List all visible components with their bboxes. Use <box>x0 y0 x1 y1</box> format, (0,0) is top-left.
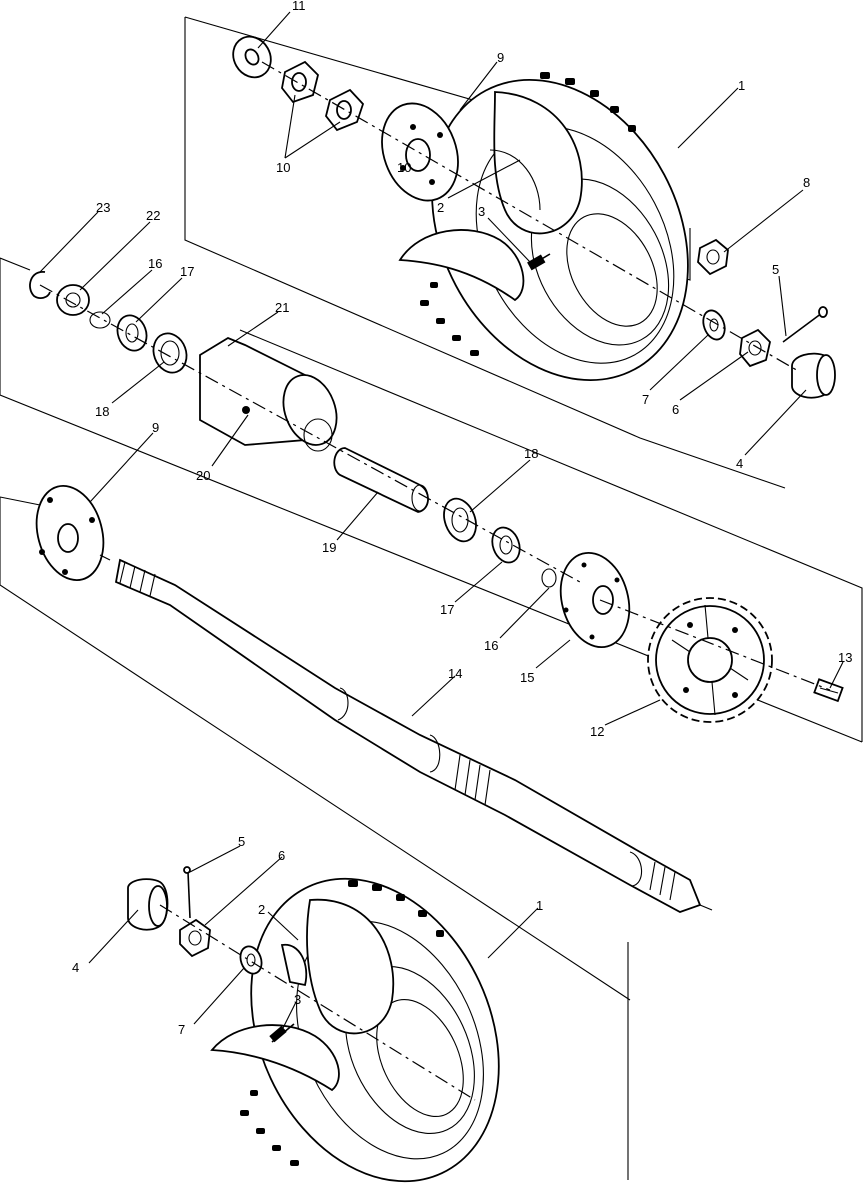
axle-nut-6a <box>739 328 771 368</box>
bearing-carrier-group <box>29 271 631 649</box>
castle-nut-10b <box>325 88 365 132</box>
seal-17a <box>116 314 148 352</box>
bearing-18b <box>443 497 477 543</box>
callout-6-lower: 6 <box>278 848 285 863</box>
callout-20: 20 <box>196 468 210 483</box>
callout-9-axle-hub: 9 <box>152 420 159 435</box>
castle-nut-10a <box>281 60 319 104</box>
callout-3-upper: 3 <box>478 204 485 219</box>
snap-ring-23 <box>29 271 51 299</box>
callout-5-lower: 5 <box>238 834 245 849</box>
callout-18-lower: 18 <box>524 446 538 461</box>
o-ring-16a <box>89 311 111 329</box>
o-ring-16b <box>541 568 557 588</box>
upper-hub-flange-9 <box>381 102 459 202</box>
callout-23: 23 <box>96 200 110 215</box>
callout-14: 14 <box>448 666 462 681</box>
callout-15: 15 <box>520 670 534 685</box>
callout-1-upper-tire: 1 <box>738 78 745 93</box>
axle-hub-flange-9b <box>35 485 105 581</box>
hub-cap-4a <box>791 352 836 399</box>
callout-4-upper: 4 <box>736 456 743 471</box>
lower-axle-section-outline <box>0 496 631 1180</box>
washer-7b <box>239 945 263 975</box>
callout-2-lower: 2 <box>258 902 265 917</box>
callout-labels: 11 9 1 10 10 2 3 8 5 7 6 4 23 22 16 17 2… <box>72 0 852 1037</box>
lower-wheel-assembly <box>210 877 500 1183</box>
lug-nut-8 <box>697 238 729 276</box>
upper-tire <box>420 72 689 382</box>
cotter-pin-5a <box>782 306 828 343</box>
callout-10-a: 10 <box>276 160 290 175</box>
callout-1-lower-tire: 1 <box>536 898 543 913</box>
axle-nut-6b <box>179 918 211 958</box>
washer-7a <box>702 309 726 341</box>
hub-cap-4b <box>127 878 169 931</box>
callout-6-upper: 6 <box>672 402 679 417</box>
valve-stem-3a <box>527 253 551 271</box>
seal-17b <box>491 526 521 564</box>
callout-18-upper: 18 <box>95 404 109 419</box>
callout-16-upper: 16 <box>148 256 162 271</box>
assembly-centerlines <box>39 61 831 1101</box>
bearing-carrier-21 <box>199 336 338 452</box>
callout-10-b: 10 <box>397 160 411 175</box>
bearing-18a <box>152 332 188 374</box>
callout-3-lower: 3 <box>294 992 301 1007</box>
callout-22: 22 <box>146 208 160 223</box>
seal-22 <box>56 284 90 316</box>
callout-12: 12 <box>590 724 604 739</box>
spacer-tube-19 <box>333 447 429 513</box>
callout-8: 8 <box>803 175 810 190</box>
callout-2-upper: 2 <box>437 200 444 215</box>
sprocket-hub-15 <box>559 551 631 649</box>
washer-11 <box>232 35 272 79</box>
bolt-13 <box>813 678 844 703</box>
callout-17-upper: 17 <box>180 264 194 279</box>
callout-7-upper: 7 <box>642 392 649 407</box>
upper-hub-parts <box>232 35 836 399</box>
callout-9-upper-hub: 9 <box>497 50 504 65</box>
callout-11: 11 <box>292 0 306 13</box>
leader-lines <box>39 11 844 1031</box>
cotter-pin-5b <box>183 866 191 919</box>
callout-5-upper: 5 <box>772 262 779 277</box>
callout-17-lower: 17 <box>440 602 454 617</box>
lower-rim-cutaway <box>210 898 395 1092</box>
rear-axle-14 <box>114 558 702 913</box>
callout-16-lower: 16 <box>484 638 498 653</box>
callout-13: 13 <box>838 650 852 665</box>
callout-19: 19 <box>322 540 336 555</box>
upper-wheel-assembly <box>398 72 689 382</box>
callout-7-lower: 7 <box>178 1022 185 1037</box>
callout-21: 21 <box>275 300 289 315</box>
callout-4-lower: 4 <box>72 960 79 975</box>
upper-rim-cutaway <box>398 91 583 302</box>
